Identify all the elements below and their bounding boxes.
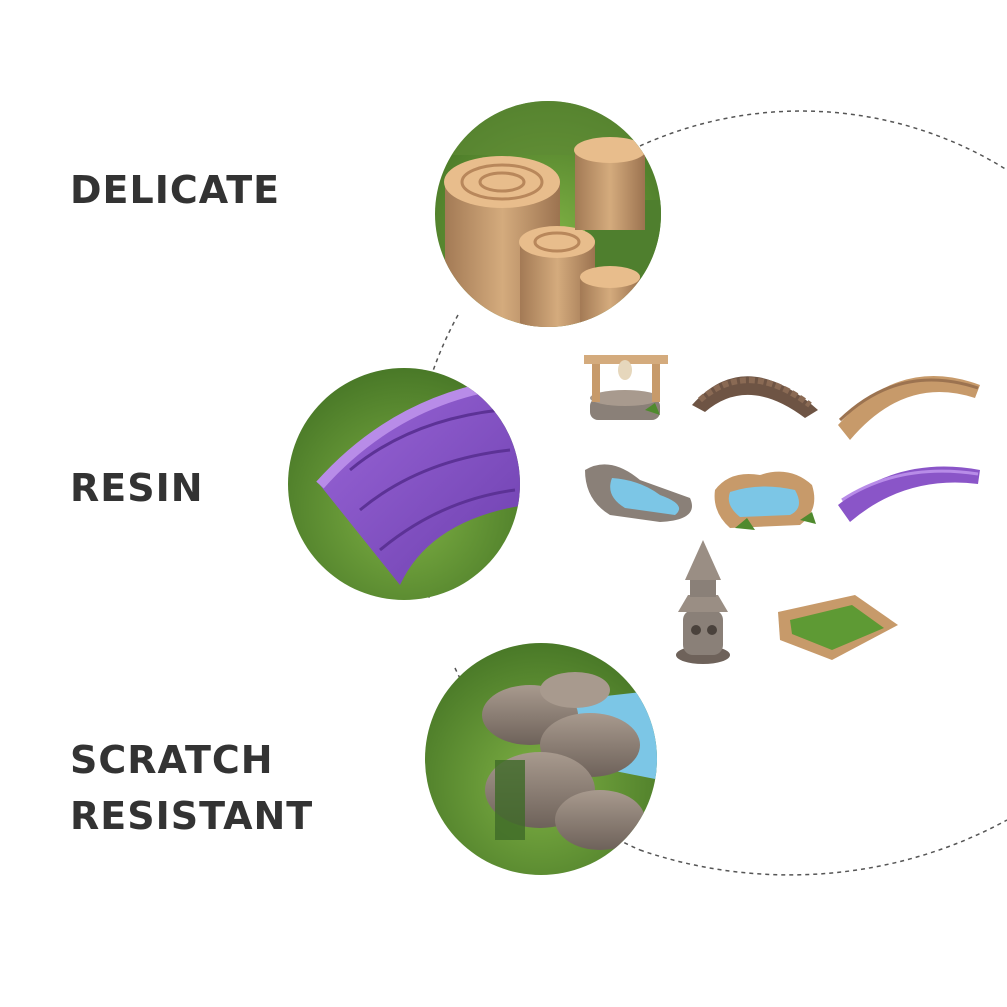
closeup-tree-stump-steps [435, 101, 661, 327]
product-wooden-bridge [838, 376, 980, 440]
product-purple-bridge [838, 466, 980, 522]
feature-label-line: DELICATE [70, 168, 281, 212]
feature-label-delicate: DELICATE [70, 162, 280, 218]
feature-label-line: RESIN [70, 466, 204, 510]
feature-label-scratch-resistant: SCRATCH RESISTANT [70, 732, 313, 844]
feature-label-line: SCRATCH [70, 738, 274, 782]
product-stump-pond [714, 471, 816, 530]
product-stone-lantern [676, 540, 730, 664]
product-rock-pond [585, 464, 692, 522]
product-wishing-well [584, 355, 668, 420]
feature-label-line: RESISTANT [70, 794, 314, 838]
closeup-purple-bridge [288, 368, 520, 600]
product-grass-planter [778, 595, 898, 660]
product-stone-bridge [692, 376, 818, 418]
closeup-rock-pond [425, 643, 657, 875]
feature-label-resin: RESIN [70, 460, 204, 516]
